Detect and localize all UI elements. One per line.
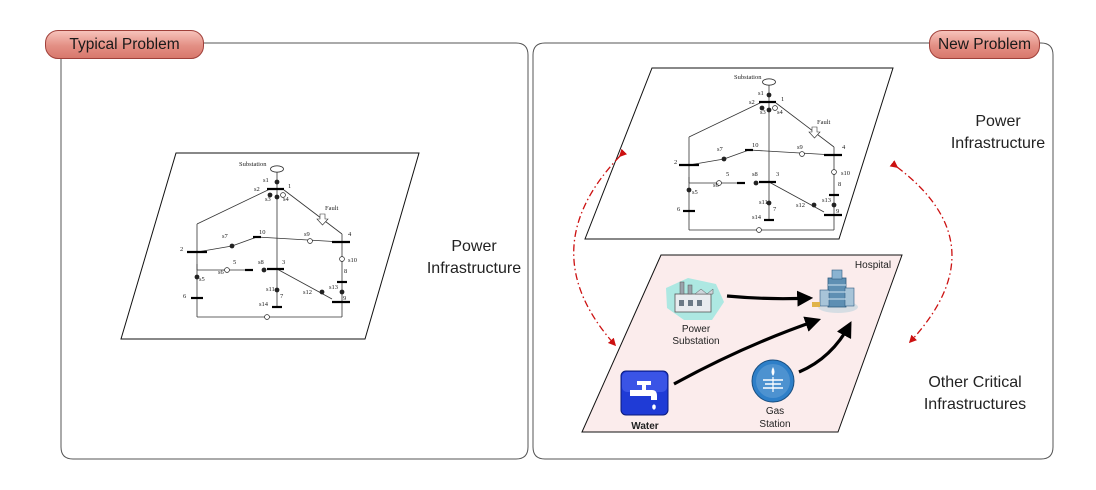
svg-text:s3: s3 (265, 196, 271, 203)
svg-text:8: 8 (344, 268, 347, 275)
svg-text:s9: s9 (797, 144, 803, 151)
svg-text:s7: s7 (717, 146, 724, 153)
svg-text:s10: s10 (348, 257, 357, 264)
svg-text:s14: s14 (259, 301, 269, 308)
svg-text:s11: s11 (266, 286, 275, 293)
svg-text:2: 2 (674, 159, 677, 166)
critical-label-line1: Other Critical (928, 374, 1021, 391)
power-substation-icon (666, 278, 724, 320)
power-substation-label-line2: Substation (672, 336, 719, 347)
svg-text:s14: s14 (752, 214, 762, 221)
svg-text:s5: s5 (692, 189, 698, 196)
right-panel-frame (532, 42, 1054, 460)
svg-text:6: 6 (677, 206, 681, 213)
svg-text:10: 10 (259, 229, 266, 236)
svg-text:6: 6 (183, 293, 187, 300)
svg-text:s2: s2 (254, 186, 260, 193)
water-tap-icon (620, 370, 669, 416)
svg-text:8: 8 (838, 181, 841, 188)
interdependency-arrow-left (573, 148, 628, 347)
svg-text:s8: s8 (258, 259, 264, 266)
svg-text:1: 1 (288, 183, 291, 190)
svg-text:s12: s12 (303, 289, 312, 296)
right-power-label-line1: Power (975, 113, 1021, 130)
right-power-label-line2: Infrastructure (951, 135, 1045, 152)
power-substation-label-line1: Power (682, 324, 711, 335)
left-power-label-line2: Infrastructure (427, 260, 521, 277)
svg-text:s13: s13 (329, 284, 338, 291)
svg-text:s4: s4 (283, 196, 290, 203)
water-label: Water (631, 421, 659, 432)
gas-station-icon (751, 359, 795, 403)
svg-text:s5: s5 (199, 276, 205, 283)
svg-text:s6: s6 (713, 182, 720, 189)
gas-label-line2: Station (759, 419, 790, 430)
svg-text:3: 3 (282, 259, 285, 266)
svg-text:Substation: Substation (239, 161, 267, 168)
svg-text:s8: s8 (752, 171, 758, 178)
svg-text:s11: s11 (759, 199, 768, 206)
hospital-icon (812, 269, 858, 313)
svg-text:s3: s3 (760, 109, 766, 116)
svg-text:s2: s2 (749, 99, 755, 106)
left-power-label-line1: Power (451, 238, 497, 255)
tab-typical-problem: Typical Problem (45, 30, 204, 59)
svg-text:s12: s12 (796, 202, 805, 209)
svg-text:s1: s1 (263, 177, 269, 184)
left-power-plane (120, 152, 420, 340)
svg-text:9: 9 (836, 208, 839, 215)
arrow-gas-to-hospital (798, 321, 852, 374)
svg-text:3: 3 (776, 171, 779, 178)
left-network-labels: Substation Fault s1 1 s2 s3 s4 2 s7 10 s… (180, 161, 357, 308)
svg-text:s4: s4 (777, 109, 784, 116)
interdependency-arrow-right (889, 160, 953, 344)
svg-text:s10: s10 (841, 170, 850, 177)
svg-text:Substation: Substation (734, 74, 762, 81)
svg-text:s1: s1 (758, 90, 764, 97)
svg-text:1: 1 (781, 96, 784, 103)
svg-text:7: 7 (280, 293, 284, 300)
svg-text:5: 5 (726, 171, 729, 178)
right-network-labels: Substation Fault s1 1 s2 s3 s4 2 s7 10 s… (674, 74, 850, 221)
svg-text:10: 10 (752, 142, 759, 149)
svg-text:7: 7 (773, 206, 777, 213)
svg-text:9: 9 (343, 295, 346, 302)
left-panel-frame (60, 42, 529, 460)
arrow-water-to-hospital (673, 316, 822, 386)
svg-text:5: 5 (233, 259, 236, 266)
svg-text:s7: s7 (222, 233, 229, 240)
tab-new-problem: New Problem (929, 30, 1040, 59)
svg-text:s6: s6 (218, 269, 225, 276)
hospital-label: Hospital (855, 260, 891, 271)
svg-text:s9: s9 (304, 231, 310, 238)
svg-text:Fault: Fault (817, 119, 831, 126)
svg-text:4: 4 (842, 144, 846, 151)
gas-label-line1: Gas (766, 406, 784, 417)
svg-text:Fault: Fault (325, 205, 339, 212)
svg-text:2: 2 (180, 246, 183, 253)
svg-text:4: 4 (348, 231, 352, 238)
arrow-substation-to-hospital (726, 290, 814, 307)
svg-text:s13: s13 (822, 197, 831, 204)
critical-label-line2: Infrastructures (924, 396, 1026, 413)
